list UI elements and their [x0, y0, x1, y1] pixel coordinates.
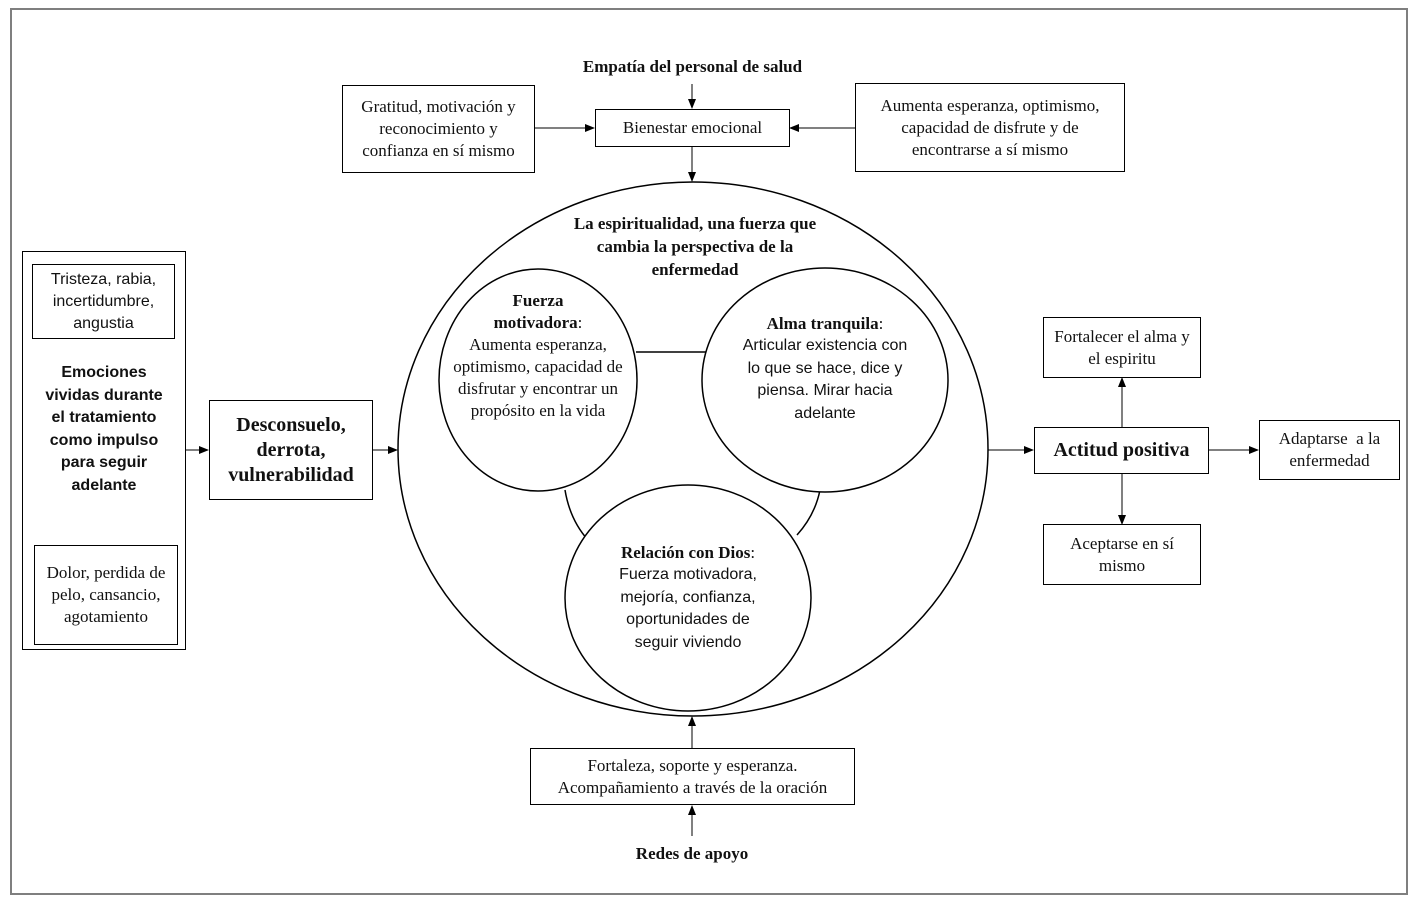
- redes-label: Redes de apoyo: [635, 844, 749, 863]
- aceptarse-box: Aceptarse en sí mismo: [1043, 524, 1201, 585]
- gratitud-text: Gratitud, motivación y reconocimiento y …: [361, 97, 516, 160]
- gratitud-box: Gratitud, motivación y reconocimiento y …: [342, 85, 535, 173]
- alma-tranquila-text: Articular existencia con lo que se hace,…: [742, 337, 908, 422]
- fuerza-motivadora-title: Fuerza motivadora: [493, 291, 578, 332]
- adaptarse-box: Adaptarse a la enfermedad: [1259, 420, 1400, 480]
- connector-arc-left: [564, 489, 589, 541]
- desconsuelo-box: Desconsuelo, derrota, vulnerabilidad: [209, 400, 373, 500]
- relacion-dios-colon: :: [750, 543, 756, 562]
- fuerza-motivadora-colon: :: [577, 313, 583, 332]
- relacion-dios-content: Relación con Dios: Fuerza motivadora, me…: [606, 542, 770, 654]
- adaptarse-text: Adaptarse a la enfermedad: [1278, 429, 1385, 470]
- relacion-dios-title: Relación con Dios: [620, 543, 751, 562]
- circle-relacion-dios: [564, 484, 812, 712]
- alma-tranquila-content: Alma tranquila: Articular existencia con…: [742, 313, 908, 425]
- bienestar-box: Bienestar emocional: [595, 109, 790, 147]
- emociones-container: Tristeza, rabia, incertidumbre, angustia…: [22, 251, 186, 650]
- desconsuelo-text: Desconsuelo, derrota, vulnerabilidad: [228, 413, 354, 486]
- actitud-text: Actitud positiva: [1053, 439, 1190, 461]
- relacion-dios-text: Fuerza motivadora, mejoría, confianza, o…: [619, 566, 757, 651]
- aumenta-text: Aumenta esperanza, optimismo, capacidad …: [880, 95, 1100, 159]
- fuerza-motivadora-content: Fuerza motivadora: Aumenta esperanza, op…: [452, 290, 624, 422]
- fuerza-motivadora-text: Aumenta esperanza, optimismo, capacidad …: [453, 335, 623, 420]
- alma-tranquila-title: Alma tranquila: [766, 314, 879, 333]
- emociones-title: Emociones vividas durante el tratamiento…: [45, 364, 163, 494]
- aumenta-box: Aumenta esperanza, optimismo, capacidad …: [855, 83, 1125, 172]
- dolor-text: Dolor, perdida de pelo, cansancio, agota…: [46, 563, 166, 626]
- espiritualidad-title: La espiritualidad, una fuerza que cambia…: [573, 214, 817, 279]
- circle-alma-tranquila: [701, 267, 949, 493]
- fortaleza-box: Fortaleza, soporte y esperanza. Acompaña…: [530, 748, 855, 805]
- connector-arc-right: [796, 489, 821, 536]
- aceptarse-text: Aceptarse en sí mismo: [1070, 533, 1174, 575]
- fortalecer-box: Fortalecer el alma y el espiritu: [1043, 317, 1201, 378]
- figure-frame: [10, 8, 1408, 895]
- tristeza-box: Tristeza, rabia, incertidumbre, angustia: [32, 264, 175, 339]
- alma-tranquila-colon: :: [878, 314, 884, 333]
- empatia-label: Empatía del personal de salud: [582, 57, 803, 76]
- fortalecer-text: Fortalecer el alma y el espiritu: [1054, 326, 1190, 368]
- bienestar-text: Bienestar emocional: [622, 118, 763, 137]
- circle-fuerza-motivadora: [438, 268, 638, 492]
- fortaleza-text: Fortaleza, soporte y esperanza. Acompaña…: [557, 755, 828, 797]
- dolor-box: Dolor, perdida de pelo, cansancio, agota…: [34, 545, 178, 645]
- tristeza-text: Tristeza, rabia, incertidumbre, angustia: [50, 270, 157, 332]
- actitud-box: Actitud positiva: [1034, 427, 1209, 474]
